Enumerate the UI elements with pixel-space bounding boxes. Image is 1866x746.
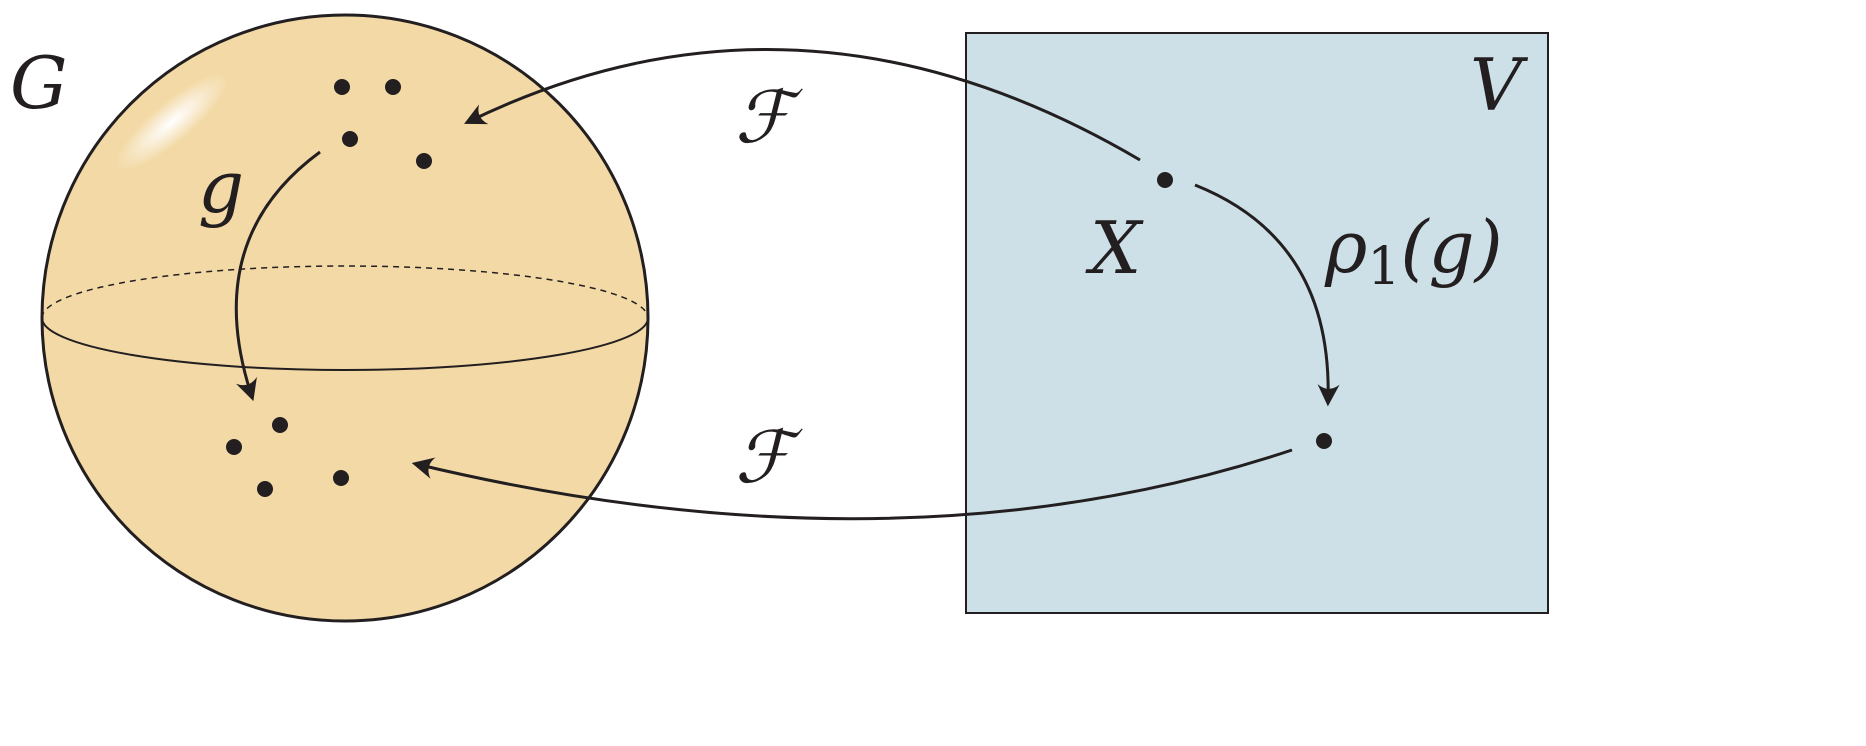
point: [333, 470, 349, 486]
orbit-points-top: [334, 79, 432, 169]
point: [272, 417, 288, 433]
point: [385, 79, 401, 95]
point-transformed: [1316, 433, 1332, 449]
rho-index: 1: [1367, 237, 1400, 297]
rho-symbol: ρ: [1324, 205, 1367, 289]
point-X: [1157, 172, 1173, 188]
label-F-bottom: ℱ: [735, 415, 803, 499]
label-V: V: [1470, 43, 1529, 127]
point: [342, 131, 358, 147]
label-g: g: [198, 145, 244, 229]
label-X: X: [1085, 206, 1144, 290]
equator-back: [41, 265, 649, 319]
arrow-F-top: [464, 48, 1141, 162]
arrow-rho: [1194, 183, 1340, 407]
label-G: G: [10, 41, 68, 125]
arrow-F-bottom: [411, 448, 1293, 521]
orbit-points-bottom: [226, 417, 349, 497]
rho-argument: (g): [1400, 205, 1502, 289]
point: [226, 439, 242, 455]
sphere-highlight: [115, 73, 229, 171]
point: [416, 153, 432, 169]
vector-space-box: [965, 32, 1549, 614]
group-sphere: [40, 13, 650, 623]
point: [334, 79, 350, 95]
arrow-g: [234, 150, 321, 402]
point: [257, 481, 273, 497]
label-rho: ρ1(g): [1324, 205, 1503, 297]
label-F-top: ℱ: [735, 75, 803, 159]
equator-front: [41, 317, 649, 371]
